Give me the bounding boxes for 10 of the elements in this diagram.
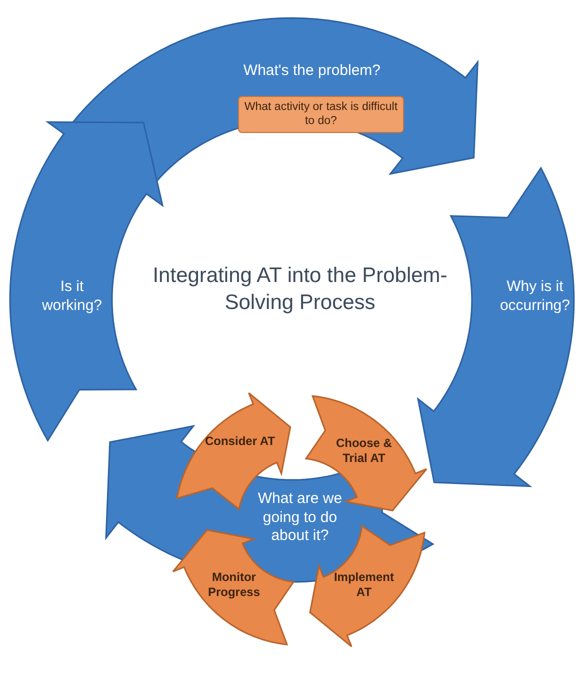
- step-label: Implement AT: [332, 570, 395, 600]
- step-label: Consider AT: [204, 434, 275, 449]
- callout-box: What activity or task is difficult to do?: [238, 96, 404, 133]
- step-label: Choose & Trial AT: [334, 436, 393, 466]
- diagram-title: Integrating AT into the Problem-Solving Process: [152, 263, 448, 316]
- step-label: What are we going to do about it?: [256, 490, 344, 546]
- step-label: Monitor Progress: [206, 570, 261, 600]
- step-label: Is it working?: [40, 278, 103, 316]
- step-label: Why is it occurring?: [498, 278, 571, 316]
- step-label: What's the problem?: [242, 62, 382, 81]
